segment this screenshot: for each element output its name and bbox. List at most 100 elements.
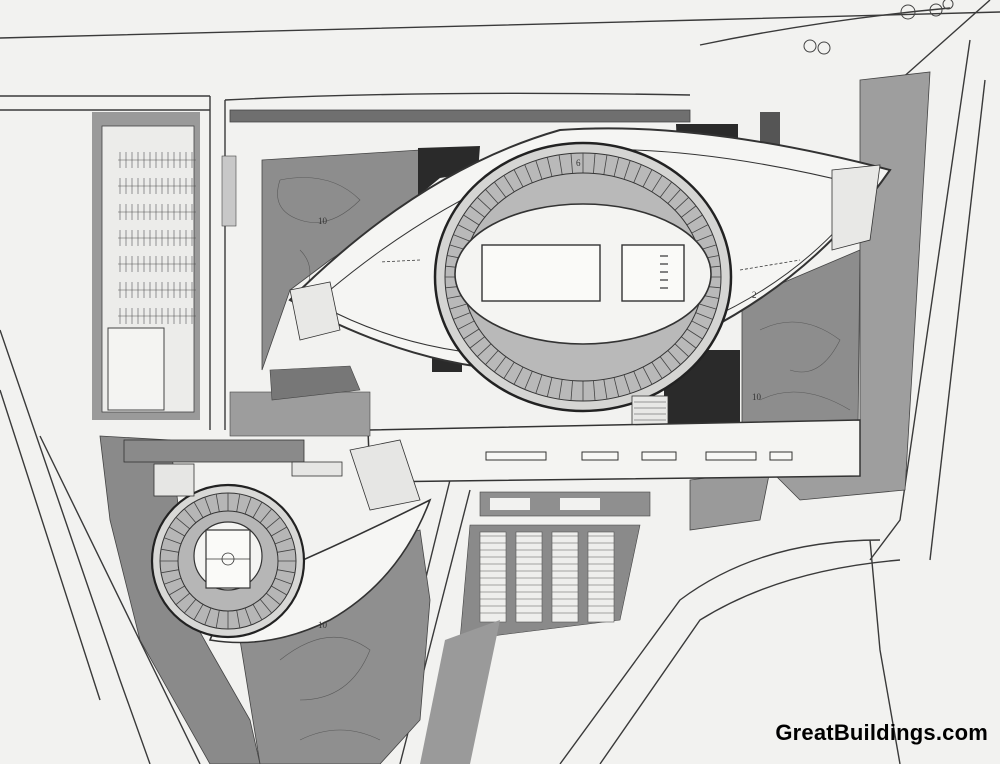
hatch-line <box>493 181 507 198</box>
hatch-line <box>204 496 212 515</box>
hatch-line <box>681 205 697 218</box>
hatch-line <box>570 380 573 401</box>
hatch-line <box>613 377 620 397</box>
hatch-line <box>674 197 689 211</box>
hatch-line <box>623 374 631 394</box>
hatch-line <box>535 160 543 180</box>
parking-row <box>551 531 579 623</box>
hatch-line <box>163 537 182 545</box>
parking-lot-south <box>420 491 651 764</box>
hatch-line <box>204 607 212 626</box>
hatch-line <box>613 157 620 177</box>
hatch-line <box>183 599 197 614</box>
hatch-line <box>449 303 468 310</box>
hatch-line <box>469 205 485 218</box>
hatch-line <box>274 577 293 585</box>
hatch-line <box>642 366 653 385</box>
hatch-line <box>160 569 179 574</box>
hatch-line <box>593 380 596 401</box>
hatch-line <box>193 501 204 518</box>
parking-row <box>515 531 543 623</box>
hatch-line <box>546 377 553 397</box>
zone-labels: 10 10 10 2 6 <box>318 158 762 630</box>
landscape-areas <box>99 71 931 764</box>
arena-support-buildings <box>123 439 421 511</box>
hatch-line <box>236 610 241 629</box>
hatch-line <box>259 508 273 523</box>
hatch-line <box>252 501 263 518</box>
hatch-line <box>457 224 475 234</box>
hatch-line <box>503 361 515 379</box>
hatch-line <box>266 592 281 606</box>
hatch-line <box>244 496 252 515</box>
hatch-line <box>513 169 524 188</box>
zone-label: 2 <box>752 290 757 300</box>
hatch-line <box>674 343 689 357</box>
hatch-line <box>681 336 697 349</box>
hatch-line <box>183 508 197 523</box>
hatch-line <box>175 516 190 530</box>
contour-lines <box>277 177 851 741</box>
hatch-line <box>651 361 663 379</box>
hatch-line <box>277 548 296 553</box>
hatch-line <box>457 320 475 330</box>
hatch-line <box>642 169 653 188</box>
hatch-line <box>593 153 596 174</box>
hatch-line <box>168 526 185 537</box>
hatch-line <box>546 157 553 177</box>
hatch-line <box>659 181 673 198</box>
hatch-line <box>485 189 499 204</box>
parking-lot-left <box>92 112 237 420</box>
hatch-line <box>667 189 681 204</box>
hatch-line <box>193 604 204 621</box>
hatch-line <box>686 328 703 340</box>
hatch-line <box>244 607 252 626</box>
hatch-line <box>659 356 673 373</box>
hatch-line <box>524 371 533 390</box>
main-stadium <box>288 127 892 413</box>
hatch-line <box>215 493 220 512</box>
zone-label: 10 <box>318 620 328 630</box>
hatch-line <box>603 154 608 175</box>
watermark: GreatBuildings.com <box>775 720 988 745</box>
hatch-line <box>691 320 709 330</box>
hatch-line <box>168 585 185 596</box>
hatch-line <box>463 214 480 226</box>
hatch-line <box>633 164 642 183</box>
hatch-line <box>175 592 190 606</box>
parking-row <box>587 531 615 623</box>
hatch-line <box>274 537 293 545</box>
zone-label: 10 <box>318 216 328 226</box>
hatch-line <box>695 234 713 242</box>
hatch-line <box>698 303 717 310</box>
zone-label: 6 <box>576 158 581 168</box>
hatch-line <box>633 371 642 390</box>
tree-symbols <box>803 0 954 55</box>
hatch-line <box>453 312 471 320</box>
hatch-line <box>163 577 182 585</box>
hatch-line <box>667 350 681 365</box>
stairs-walkways <box>289 164 881 435</box>
hatch-line <box>271 585 288 596</box>
hatch-line <box>691 224 709 234</box>
hatch-line <box>695 312 713 320</box>
plaza-band <box>229 365 861 483</box>
hatch-line <box>558 379 563 400</box>
hatch-line <box>271 526 288 537</box>
hatch-line <box>558 154 563 175</box>
hatch-line <box>570 153 573 174</box>
hatch-line <box>477 197 492 211</box>
hatch-line <box>623 160 631 180</box>
hatch-line <box>453 234 471 242</box>
hatch-line <box>215 610 220 629</box>
hatch-line <box>485 350 499 365</box>
hatch-line <box>252 604 263 621</box>
hatch-line <box>603 379 608 400</box>
hatch-line <box>160 548 179 553</box>
hatch-line <box>535 374 543 394</box>
hatch-line <box>493 356 507 373</box>
parking-row <box>479 531 507 623</box>
hatch-line <box>277 569 296 574</box>
